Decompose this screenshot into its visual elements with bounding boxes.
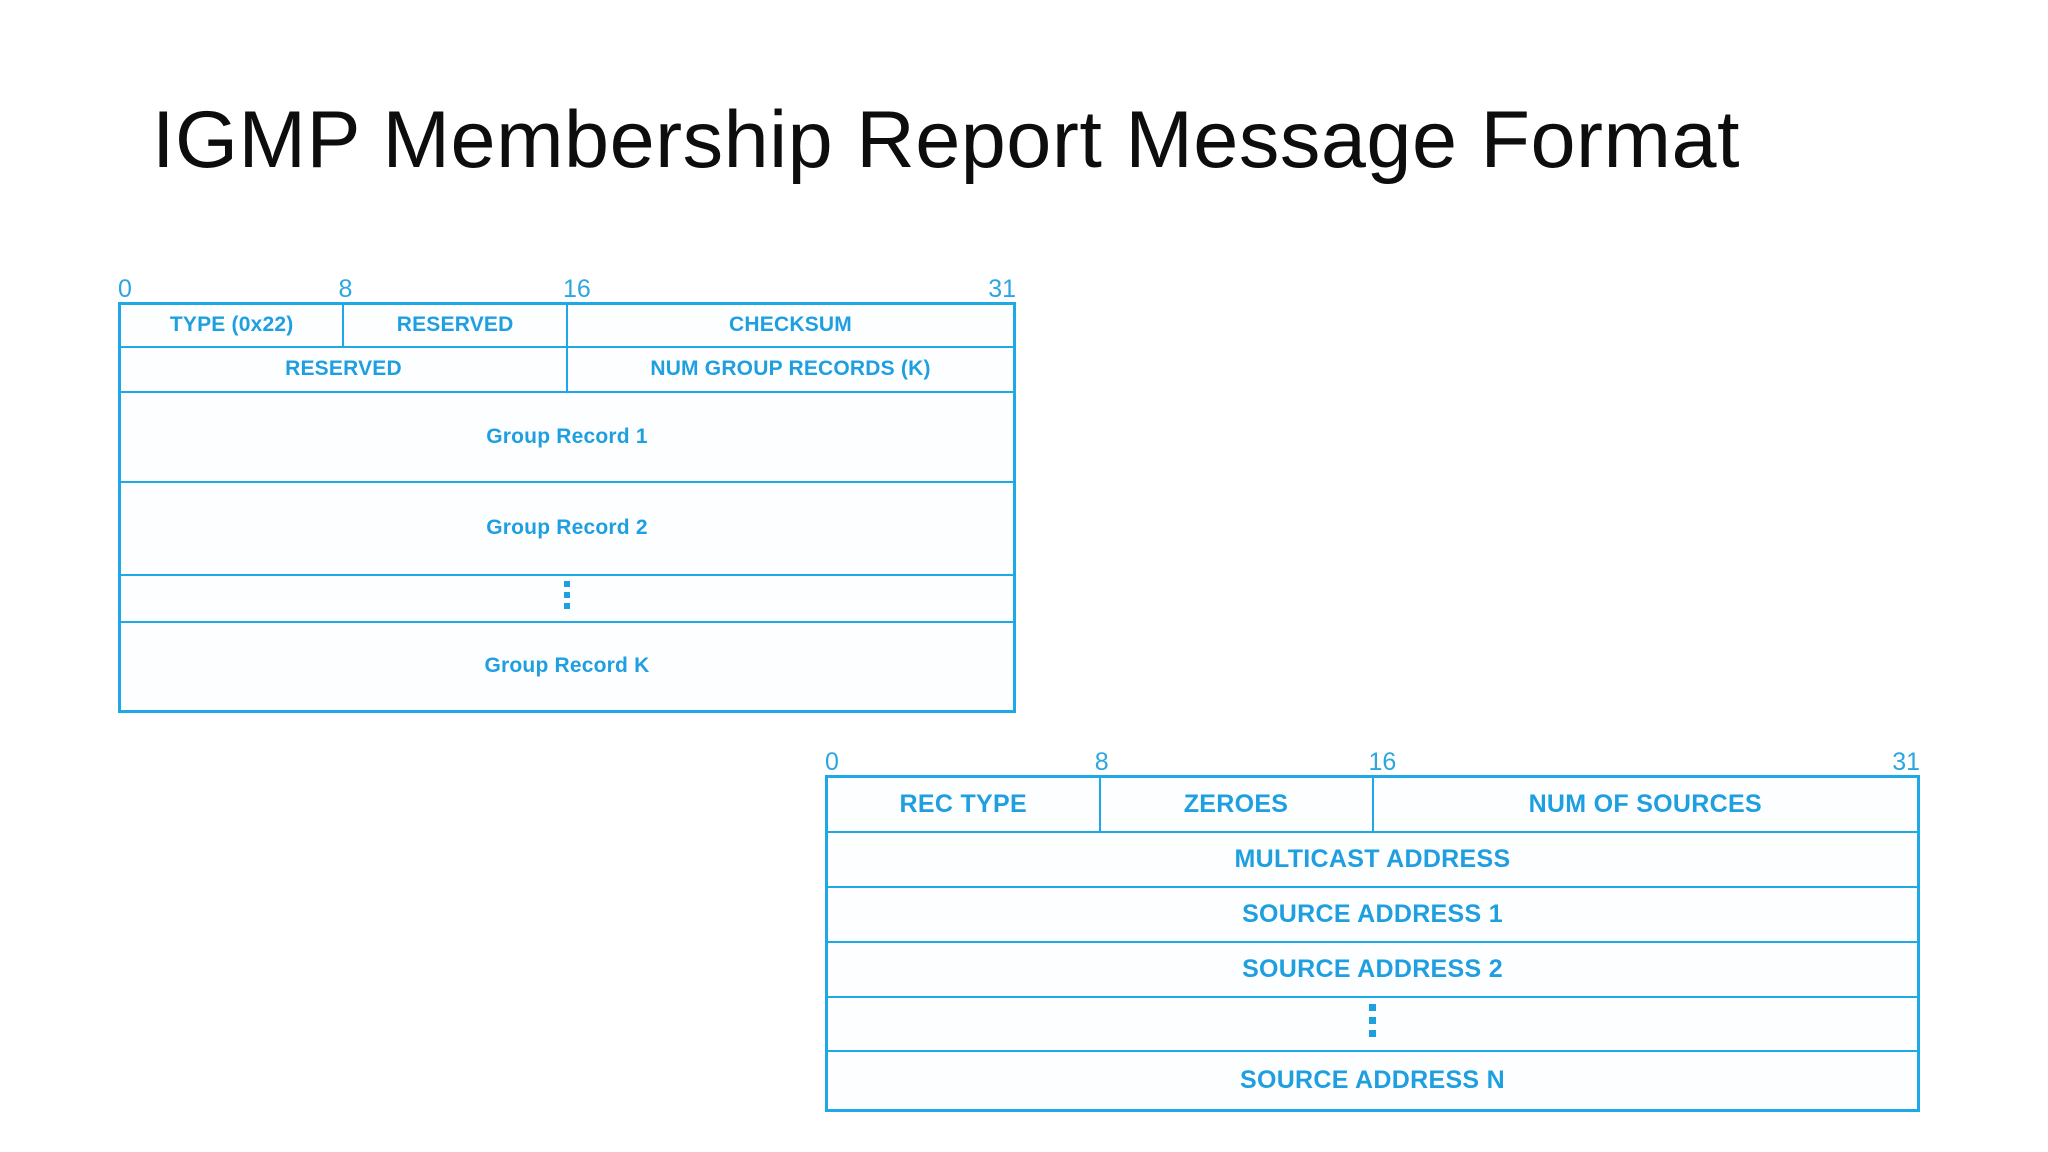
packet-row: Group Record 1 — [118, 390, 1016, 483]
vertical-ellipsis-icon — [1369, 998, 1376, 1043]
packet-field-rec-type: REC TYPE — [825, 775, 1101, 833]
packet-row — [118, 573, 1016, 623]
packet-field-num-group-records-k: NUM GROUP RECORDS (K) — [566, 345, 1016, 393]
packet-field-checksum: CHECKSUM — [566, 302, 1016, 348]
bit-tick-31: 31 — [1892, 748, 1920, 776]
packet-field-group-record-2: Group Record 2 — [118, 480, 1016, 576]
packet-field-num-of-sources: NUM OF SOURCES — [1371, 775, 1920, 833]
packet-field-type-0x22: TYPE (0x22) — [118, 302, 345, 348]
packet-row: Group Record K — [118, 620, 1016, 713]
packet-field-source-address-2: SOURCE ADDRESS 2 — [825, 940, 1920, 998]
packet-row: Group Record 2 — [118, 480, 1016, 576]
packet-row: SOURCE ADDRESS N — [825, 1049, 1920, 1112]
packet-field-source-address-n: SOURCE ADDRESS N — [825, 1049, 1920, 1112]
continuation-ellipsis — [118, 573, 1016, 623]
bit-tick-8: 8 — [1094, 748, 1109, 776]
packet-field-reserved: RESERVED — [118, 345, 568, 393]
packet-row: SOURCE ADDRESS 2 — [825, 940, 1920, 998]
packet-field-reserved: RESERVED — [342, 302, 568, 348]
bit-tick-8: 8 — [338, 275, 353, 303]
bit-tick-31: 31 — [988, 275, 1016, 303]
continuation-ellipsis — [825, 995, 1920, 1052]
packet-field-group-record-1: Group Record 1 — [118, 390, 1016, 483]
packet-row: SOURCE ADDRESS 1 — [825, 885, 1920, 943]
packet-row: MULTICAST ADDRESS — [825, 830, 1920, 888]
packet-field-multicast-address: MULTICAST ADDRESS — [825, 830, 1920, 888]
bit-tick-0: 0 — [825, 748, 839, 776]
packet-field-zeroes: ZEROES — [1098, 775, 1374, 833]
bit-tick-0: 0 — [118, 275, 132, 303]
bit-ruler-group-record: 0 8 16 31 — [825, 745, 1920, 775]
vertical-ellipsis-icon — [564, 576, 570, 614]
page-title: IGMP Membership Report Message Format — [152, 95, 1741, 185]
packet-field-source-address-1: SOURCE ADDRESS 1 — [825, 885, 1920, 943]
packet-field-group-record-k: Group Record K — [118, 620, 1016, 713]
bit-tick-16: 16 — [563, 275, 591, 303]
bit-ruler-message: 0 8 16 31 — [118, 272, 1016, 302]
bit-tick-16: 16 — [1368, 748, 1397, 776]
packet-row — [825, 995, 1920, 1052]
